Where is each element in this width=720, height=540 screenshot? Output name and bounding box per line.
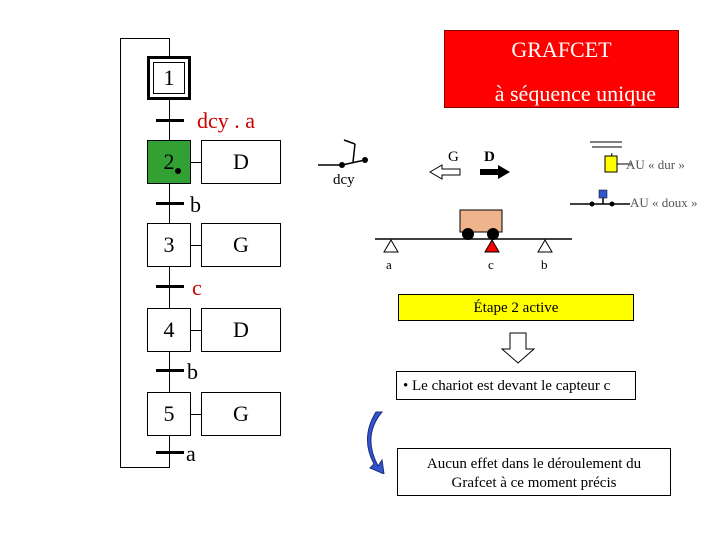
step-3: 3 (147, 223, 191, 267)
receptivity-2: b (190, 192, 201, 217)
receptivity-1: dcy . a (197, 108, 256, 133)
sensor-a-icon (383, 239, 399, 253)
note-box: • Le chariot est devant le capteur c (396, 371, 636, 400)
effect-box: Aucun effet dans le déroulement du Grafc… (397, 448, 671, 496)
au-doux-button-icon (570, 189, 630, 207)
step-2-action: D (201, 140, 281, 184)
down-arrow-icon (500, 332, 536, 364)
receptivity-5: a (186, 441, 196, 466)
d-label: D (484, 149, 495, 165)
transition-3 (156, 285, 184, 288)
transition-4 (156, 369, 184, 372)
step-5-action-link (191, 414, 201, 415)
title-line-2: à séquence unique (494, 81, 656, 106)
dcy-label: dcy (333, 172, 355, 188)
sensor-c-label: c (488, 257, 494, 272)
step-2-action-link (191, 162, 201, 163)
step-3-action-link (191, 245, 201, 246)
step-3-action: G (201, 223, 281, 267)
transition-1 (156, 119, 184, 122)
transition-5 (156, 451, 184, 454)
au-dur-label: AU « dur » (626, 157, 685, 172)
effect-line-1: Aucun effet dans le déroulement du (426, 456, 642, 472)
step-3-number: 3 (163, 232, 175, 257)
status-text: Étape 2 active (473, 300, 559, 316)
cart-icon (459, 209, 503, 240)
status-box: Étape 2 active (398, 294, 634, 321)
step-2: 2 (147, 140, 191, 184)
step-2-action-label: D (233, 149, 249, 174)
step-1: 1 (147, 56, 191, 100)
curved-arrow-icon (367, 411, 385, 474)
step-3-action-label: G (233, 232, 249, 257)
step-4-action: D (201, 308, 281, 352)
sensor-b-label: b (541, 257, 548, 272)
sensor-a-label: a (386, 257, 392, 272)
transition-2 (156, 202, 184, 205)
title-box: GRAFCET à séquence unique (444, 30, 679, 108)
step-1-number: 1 (163, 65, 175, 90)
loop-line-top (120, 38, 170, 39)
effect-line-2: Grafcet à ce moment précis (451, 475, 617, 491)
loop-line-bottom (120, 467, 170, 468)
receptivity-3: c (192, 275, 202, 300)
step-4-action-label: D (233, 317, 249, 342)
schematic-drawing (318, 139, 632, 253)
sensor-b-icon (537, 239, 553, 253)
right-arrow-icon (480, 165, 510, 179)
step-5-number: 5 (163, 401, 175, 426)
step-5-action-label: G (233, 401, 249, 426)
title-line-1: GRAFCET (511, 37, 612, 62)
sensor-c-icon (484, 239, 500, 253)
step-2-number: 2 (163, 149, 175, 174)
step-4: 4 (147, 308, 191, 352)
left-arrow-icon (429, 164, 461, 180)
step-4-number: 4 (163, 317, 175, 342)
g-label: G (448, 149, 459, 165)
loop-line-left (120, 38, 121, 468)
active-token (175, 168, 181, 174)
step-4-action-link (191, 330, 201, 331)
dcy-button-icon (318, 139, 368, 168)
au-doux-label: AU « doux » (630, 195, 698, 210)
note-text: • Le chariot est devant le capteur c (403, 378, 611, 394)
au-dur-button-icon (590, 141, 632, 173)
step-5-action: G (201, 392, 281, 436)
step-5: 5 (147, 392, 191, 436)
receptivity-4: b (187, 359, 198, 384)
